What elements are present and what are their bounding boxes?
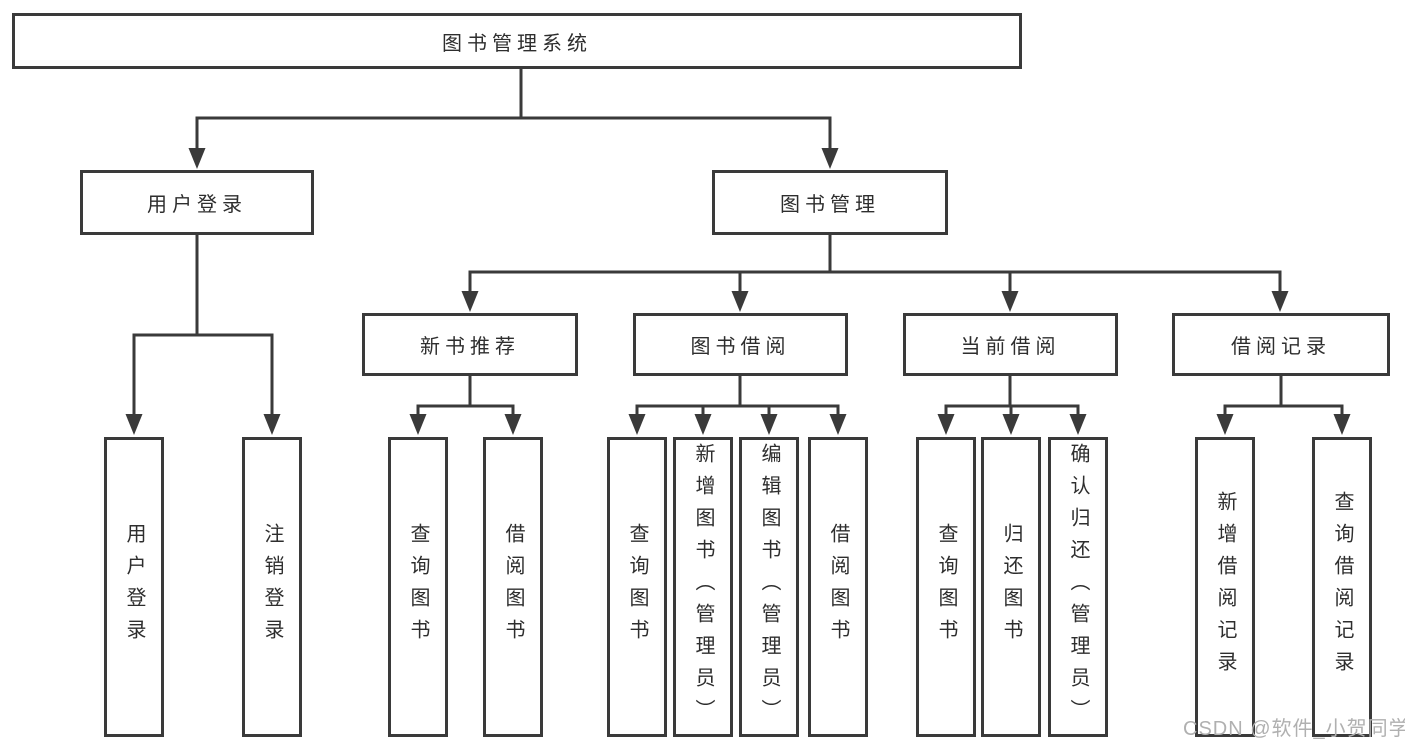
node-return-book: 归还图书 <box>981 437 1041 737</box>
node-new-book-recommend-label: 新书推荐 <box>420 336 520 358</box>
arrow-icon <box>504 414 522 435</box>
connector-bookborrow-split <box>635 404 840 416</box>
node-logout-label: 注销登录 <box>261 523 283 651</box>
arrow-icon <box>263 414 281 435</box>
arrow-icon <box>760 414 778 435</box>
node-query-borrow-record-label: 查询借阅记录 <box>1331 491 1353 683</box>
node-query-books-current: 查询图书 <box>916 437 976 737</box>
connector-userlogin-split <box>132 333 274 414</box>
arrow-icon <box>1002 414 1020 435</box>
arrow-icon <box>937 414 955 435</box>
node-book-management-label: 图书管理 <box>780 194 880 216</box>
node-book-borrow-label: 图书借阅 <box>690 336 791 358</box>
connector-level3-split <box>468 270 1282 292</box>
node-root: 图书管理系统 <box>12 13 1022 69</box>
watermark: CSDN @软件_小贺同学 <box>1183 718 1405 740</box>
node-borrow-books-leaf: 借阅图书 <box>808 437 868 737</box>
node-borrow-books-leaf-label: 借阅图书 <box>827 523 849 651</box>
arrow-icon <box>125 414 143 435</box>
arrow-icon <box>731 291 749 312</box>
node-borrow-books-recommend-label: 借阅图书 <box>502 523 524 651</box>
arrow-icon <box>628 414 646 435</box>
arrow-icon <box>1001 291 1019 312</box>
node-query-borrow-record: 查询借阅记录 <box>1312 437 1372 737</box>
node-borrow-records: 借阅记录 <box>1172 313 1390 376</box>
arrow-icon <box>821 148 839 169</box>
node-return-book-label: 归还图书 <box>1000 523 1022 651</box>
node-add-borrow-record: 新增借阅记录 <box>1195 437 1255 737</box>
node-query-books-borrow: 查询图书 <box>607 437 667 737</box>
node-book-borrow: 图书借阅 <box>633 313 848 376</box>
node-user-login-leaf-label: 用户登录 <box>123 523 145 651</box>
node-borrow-records-label: 借阅记录 <box>1231 336 1331 358</box>
arrow-icon <box>188 148 206 169</box>
node-confirm-return-admin: 确认归还（管理员） <box>1048 437 1108 737</box>
node-user-login-leaf: 用户登录 <box>104 437 164 737</box>
connector-borrowrecords-split <box>1223 404 1344 416</box>
node-user-login-label: 用户登录 <box>147 194 247 216</box>
node-query-books-borrow-label: 查询图书 <box>626 523 648 651</box>
node-query-books-recommend-label: 查询图书 <box>407 523 429 651</box>
node-confirm-return-admin-label: 确认归还（管理员） <box>1067 443 1089 731</box>
node-edit-book-admin: 编辑图书（管理员） <box>739 437 799 737</box>
arrow-icon <box>461 291 479 312</box>
node-borrow-books-recommend: 借阅图书 <box>483 437 543 737</box>
connector-newbook-split <box>416 404 515 416</box>
node-add-book-admin-label: 新增图书（管理员） <box>692 443 714 731</box>
node-query-books-recommend: 查询图书 <box>388 437 448 737</box>
arrow-icon <box>694 414 712 435</box>
node-root-label: 图书管理系统 <box>442 32 592 55</box>
node-edit-book-admin-label: 编辑图书（管理员） <box>758 443 780 731</box>
arrow-icon <box>829 414 847 435</box>
arrow-icon <box>409 414 427 435</box>
node-add-borrow-record-label: 新增借阅记录 <box>1214 491 1236 683</box>
node-current-borrow: 当前借阅 <box>903 313 1118 376</box>
arrow-icon <box>1271 291 1289 312</box>
node-book-management: 图书管理 <box>712 170 948 235</box>
arrow-icon <box>1069 414 1087 435</box>
node-user-login: 用户登录 <box>80 170 314 235</box>
node-logout: 注销登录 <box>242 437 302 737</box>
node-query-books-current-label: 查询图书 <box>935 523 957 651</box>
node-new-book-recommend: 新书推荐 <box>362 313 578 376</box>
arrow-icon <box>1333 414 1351 435</box>
arrowheads <box>125 148 1351 435</box>
connector-level2-split <box>195 116 832 150</box>
node-add-book-admin: 新增图书（管理员） <box>673 437 733 737</box>
node-current-borrow-label: 当前借阅 <box>960 336 1061 358</box>
arrow-icon <box>1216 414 1234 435</box>
